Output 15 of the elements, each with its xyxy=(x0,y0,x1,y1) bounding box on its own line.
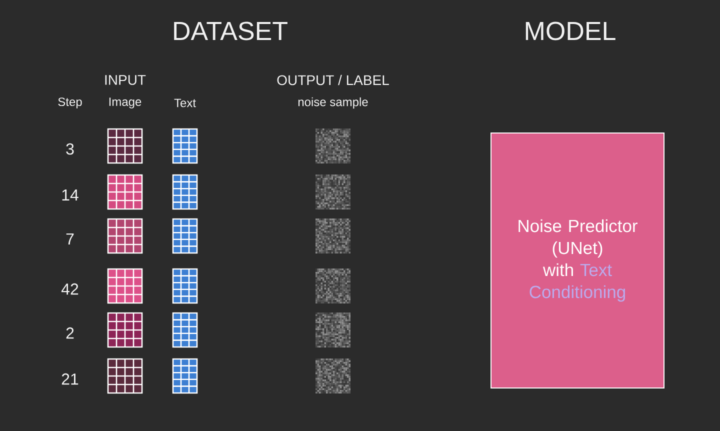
step-number: 7 xyxy=(66,234,74,244)
section-heading: DATASET xyxy=(174,22,288,40)
step-number: 42 xyxy=(61,283,78,295)
section-heading: MODEL xyxy=(526,22,616,40)
column-heading: Step xyxy=(58,98,82,108)
step-number: 2 xyxy=(66,327,74,339)
model-box: Noise Predictor (UNet) with Text Conditioning xyxy=(490,132,664,388)
step-number: 3 xyxy=(66,143,74,155)
group-heading: OUTPUT / LABEL xyxy=(277,74,389,86)
step-number: 21 xyxy=(62,373,78,385)
column-heading: noise sample xyxy=(298,97,368,109)
column-heading: Text xyxy=(174,98,196,108)
column-heading: Image xyxy=(109,98,142,108)
group-heading: INPUT xyxy=(105,75,146,85)
step-number: 14 xyxy=(62,190,78,200)
